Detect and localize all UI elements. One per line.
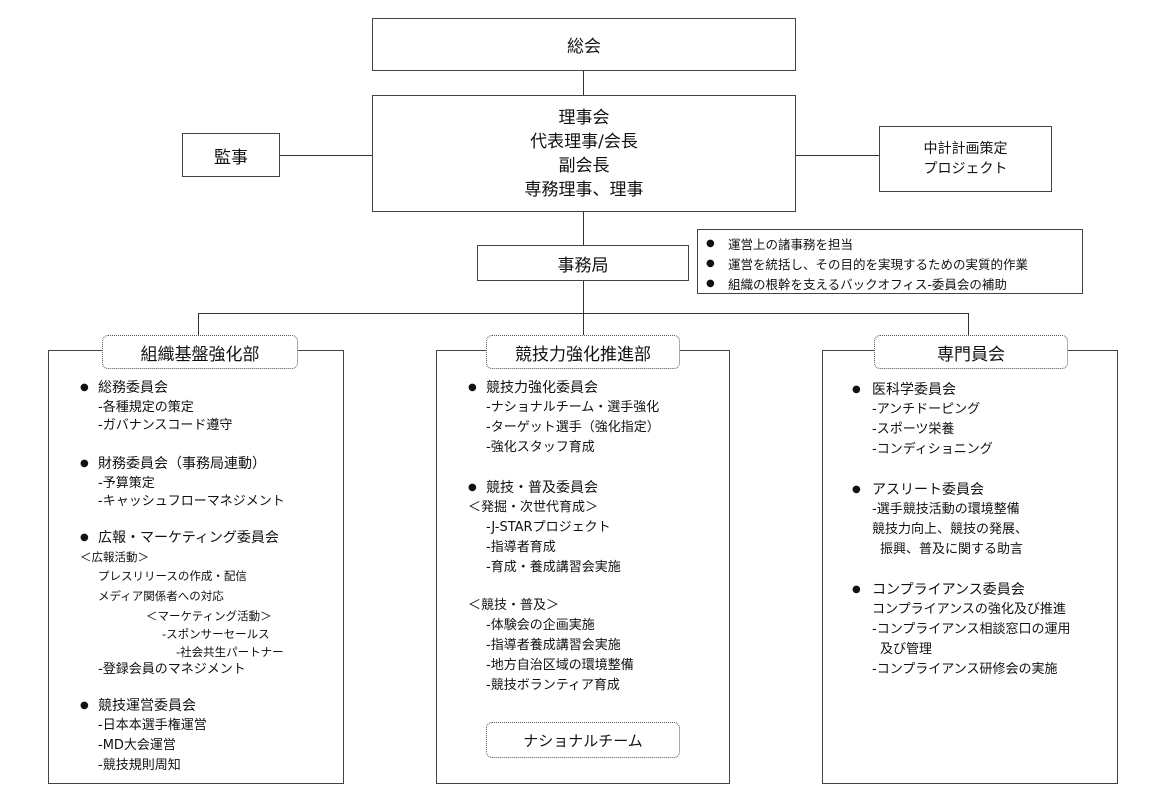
dept-panel-1: [48, 350, 344, 784]
riji-line-4: 専務理事、理事: [524, 179, 644, 200]
dept-name: 組織基盤強化部: [140, 344, 260, 365]
riji-line-2: 代表理事/会長: [530, 131, 638, 152]
jimukyoku-box: 事務局: [477, 245, 689, 281]
committee-line: -コンプライアンス研修会の実施: [872, 662, 1058, 677]
committee-line: -ガバナンスコード遵守: [98, 418, 233, 433]
committee-line: -ターゲット選手（強化指定）: [486, 420, 660, 435]
note-text: 運営上の諸事務を担当: [728, 236, 854, 252]
committee-line: -コンプライアンス相談窓口の運用: [872, 622, 1071, 637]
committee-line: 競技力向上、競技の発展、: [872, 522, 1029, 537]
committee-line: コンプライアンスの強化及び推進: [872, 602, 1066, 617]
connector-jimukyoku-bus: [583, 280, 584, 313]
note-item: ● 運営上の諸事務を担当: [706, 233, 1074, 253]
bullet-icon: ●: [852, 584, 861, 595]
connector-riji-jimukyoku: [583, 211, 584, 245]
committee-title: 広報・マーケティング委員会: [98, 530, 279, 546]
bullet-icon: ●: [852, 384, 861, 395]
dept-panel-3: [822, 350, 1118, 784]
committee-title: コンプライアンス委員会: [872, 582, 1025, 598]
jimukyoku-label: 事務局: [557, 255, 609, 276]
note-text: 組織の根幹を支えるバックオフィス-委員会の補助: [728, 276, 1007, 292]
project-line-1: 中計計画策定: [923, 141, 1008, 157]
committee-title: 総務委員会: [98, 380, 168, 396]
bullet-icon: ●: [80, 458, 89, 469]
subsection-label: ＜広報活動＞: [80, 550, 149, 564]
committee-line: -指導者育成: [486, 540, 556, 555]
subsection-label: ＜競技・普及＞: [468, 598, 560, 613]
connector-dept-3: [968, 313, 969, 335]
sokai-label: 総会: [567, 37, 601, 57]
committee-title: 競技力強化委員会: [486, 380, 598, 396]
bullet-icon: ●: [80, 382, 89, 393]
dept-name: 専門員会: [937, 344, 1005, 365]
riji-line-3: 副会長: [558, 155, 610, 176]
dept-label-1: 組織基盤強化部: [102, 335, 298, 369]
bullet-icon: ●: [706, 237, 715, 249]
kanji-label: 監事: [214, 147, 248, 168]
committee-line: -選手競技活動の環境整備: [872, 502, 1020, 517]
connector-sokai-riji: [583, 70, 584, 95]
connector-kanji-riji: [280, 155, 372, 156]
committee-title: 競技・普及委員会: [486, 480, 598, 496]
bullet-icon: ●: [468, 382, 477, 393]
committee-title: 競技運営委員会: [98, 698, 196, 714]
bullet-icon: ●: [706, 257, 715, 269]
committee-line: -育成・養成講習会実施: [486, 560, 621, 575]
committee-line: -登録会員のマネジメント: [98, 662, 246, 677]
committee-title: 財務委員会（事務局連動）: [98, 456, 266, 472]
committee-line: -スポンサーセールス: [162, 627, 270, 641]
committee-line: -社会共生パートナー: [176, 645, 284, 659]
committee-line: メディア関係者への対応: [98, 589, 224, 603]
dept-label-2: 競技力強化推進部: [486, 335, 680, 369]
committee-title: アスリート委員会: [872, 482, 984, 498]
connector-dept-2: [583, 313, 584, 335]
bullet-icon: ●: [706, 277, 715, 289]
note-item: ● 運営を統括し、その目的を実現するための実質的作業: [706, 253, 1074, 273]
note-text: 運営を統括し、その目的を実現するための実質的作業: [728, 256, 1029, 272]
note-item: ● 組織の根幹を支えるバックオフィス-委員会の補助: [706, 273, 1074, 293]
committee-line: -MD大会運営: [98, 738, 176, 753]
committee-line: -体験会の企画実施: [486, 618, 595, 633]
national-team-label: ナショナルチーム: [523, 731, 643, 750]
project-line-2: プロジェクト: [923, 161, 1008, 177]
committee-line: -競技規則周知: [98, 758, 181, 773]
subsection-label: ＜発掘・次世代育成＞: [468, 500, 599, 515]
committee-line: -ナショナルチーム・選手強化: [486, 400, 660, 415]
bullet-icon: ●: [80, 700, 89, 711]
project-box: 中計計画策定 プロジェクト: [879, 126, 1052, 192]
riji-box: 理事会 代表理事/会長 副会長 専務理事、理事: [372, 95, 796, 212]
committee-line: -コンディショニング: [872, 442, 993, 457]
sokai-box: 総会: [372, 18, 796, 71]
committee-line: -日本本選手権運営: [98, 718, 207, 733]
committee-line: 及び管理: [880, 642, 933, 657]
committee-line: -強化スタッフ育成: [486, 440, 595, 455]
committee-line: -キャッシュフローマネジメント: [98, 494, 285, 509]
connector-dept-1: [198, 313, 199, 335]
committee-line: プレスリリースの作成・配信: [98, 569, 247, 583]
committee-line: -予算策定: [98, 476, 155, 491]
bullet-icon: ●: [468, 482, 477, 493]
committee-line: -J-STARプロジェクト: [486, 520, 611, 535]
committee-title: 医科学委員会: [872, 382, 956, 398]
committee-line: -スポーツ栄養: [872, 422, 955, 437]
committee-line: -競技ボランティア育成: [486, 678, 620, 693]
jimukyoku-notes: ● 運営上の諸事務を担当 ● 運営を統括し、その目的を実現するための実質的作業 …: [697, 229, 1083, 294]
dept-name: 競技力強化推進部: [515, 344, 651, 365]
committee-line: 振興、普及に関する助言: [880, 542, 1024, 557]
national-team-box: ナショナルチーム: [486, 722, 680, 758]
committee-line: -各種規定の策定: [98, 400, 194, 415]
kanji-box: 監事: [182, 133, 280, 177]
committee-line: -アンチドーピング: [872, 402, 981, 417]
bullet-icon: ●: [852, 484, 861, 495]
bullet-icon: ●: [80, 532, 89, 543]
riji-line-1: 理事会: [558, 107, 610, 128]
dept-label-3: 専門員会: [874, 335, 1068, 369]
connector-riji-project: [795, 155, 879, 156]
dept-panel-2: [436, 350, 730, 784]
committee-line: -指導者養成講習会実施: [486, 638, 621, 653]
subsection-label: ＜マーケティング活動＞: [146, 609, 272, 623]
committee-line: -地方自治区域の環境整備: [486, 658, 634, 673]
